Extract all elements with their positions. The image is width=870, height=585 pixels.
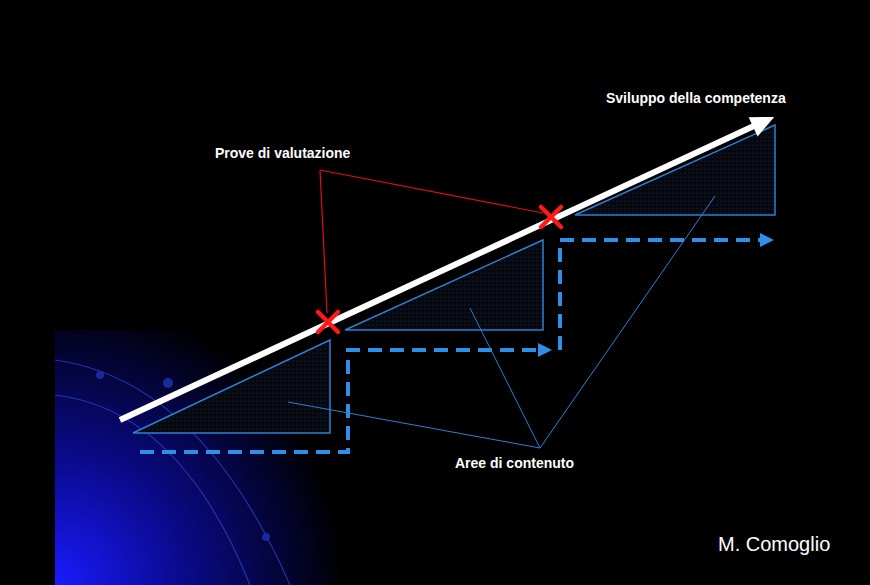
competence-arrow [120, 125, 756, 420]
callout-label: Prove di valutazione [215, 145, 350, 162]
arrowhead [760, 233, 774, 247]
dashed-steps [140, 240, 762, 452]
decor-dot [163, 378, 173, 388]
decor-dot [96, 371, 104, 379]
leader-lines [320, 170, 543, 313]
leader-lines [288, 196, 715, 448]
arrow-label: Sviluppo della competenza [606, 90, 786, 107]
assessment-mark [318, 207, 561, 332]
arrowhead [538, 343, 552, 357]
content-triangles [133, 125, 775, 433]
arrowhead [750, 118, 772, 135]
callout-label: Aree di contenuto [455, 455, 574, 472]
decor-dot [262, 533, 270, 541]
author-credit: M. Comoglio [718, 532, 830, 556]
background-glow [55, 330, 355, 585]
